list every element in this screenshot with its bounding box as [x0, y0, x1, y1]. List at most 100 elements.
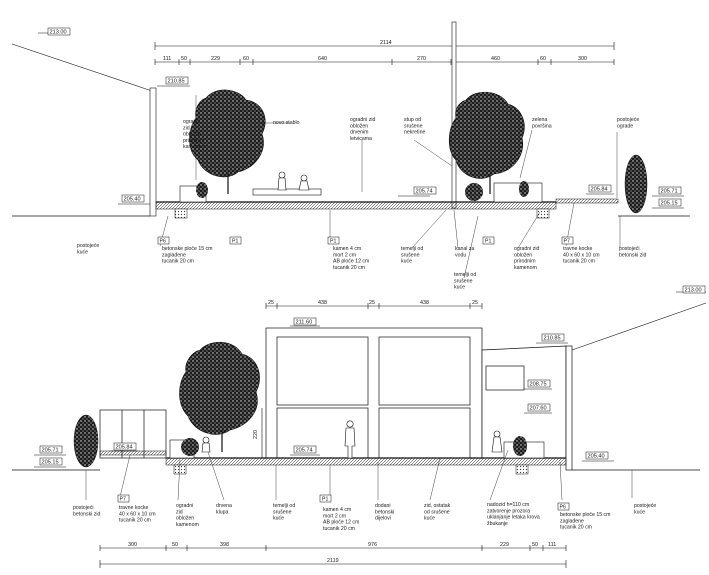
- top-section: 213.00 2114 111 50 229 60 640 270: [11, 21, 690, 291]
- level-label: 213.00: [50, 30, 67, 36]
- level-marker-left-a: 205.71: [34, 445, 66, 456]
- dimension-text: 438: [420, 300, 429, 306]
- level-marker-right-step: 205.84: [586, 184, 614, 195]
- level-label: 205.71: [42, 448, 59, 454]
- level-marker-left-wall-top: 210.85: [157, 76, 190, 87]
- left-boundary-wall: [149, 87, 157, 217]
- dimension-text: 2114: [380, 40, 392, 46]
- dimension-text: 50: [172, 542, 178, 548]
- ruined-house-elevation: [99, 327, 573, 471]
- tag-text: P1: [485, 239, 491, 245]
- hedge-left: [73, 414, 99, 468]
- material-tag: P1: [319, 494, 332, 503]
- segment-dimensions: 300 50 398 976 229 50 111: [99, 542, 567, 551]
- height-dimension: 220: [253, 408, 263, 458]
- level-marker-building-top: 211.60: [290, 317, 320, 327]
- shrub: [196, 182, 208, 198]
- material-tag: P7: [561, 236, 574, 245]
- level-label: 205.84: [116, 445, 133, 451]
- material-tag: P6: [157, 236, 170, 245]
- dimension-text: 438: [318, 300, 327, 306]
- level-label: 205.74: [296, 448, 313, 454]
- shrub: [181, 438, 199, 456]
- dimension-text: 25: [268, 300, 274, 306]
- level-marker-apex: 213.00: [676, 285, 706, 294]
- level-marker-left-b: 205.15: [34, 457, 66, 468]
- level-label: 210.85: [544, 336, 561, 342]
- level-marker-left-ground: 205.40: [118, 194, 150, 205]
- dimension-text: 270: [417, 56, 426, 62]
- tag-text: P7: [120, 497, 126, 503]
- level-marker-apex: 213.00: [38, 27, 71, 36]
- level-marker-right-ground: 205.40: [582, 451, 614, 462]
- level-marker-center: 205.74: [290, 445, 320, 456]
- dimension-text: 300: [578, 56, 587, 62]
- material-tag: P6: [557, 502, 570, 511]
- dimension-text: 976: [368, 542, 377, 548]
- dimension-text: 220: [253, 430, 259, 439]
- tag-text: P1: [322, 497, 328, 503]
- level-label: 207.60: [530, 406, 547, 412]
- level-marker-right-b: 205.15: [652, 198, 684, 209]
- dimension-text: 111: [163, 56, 171, 62]
- bottom-section: 213.00 25 438 25 438 25: [12, 285, 707, 568]
- level-marker-left-step: 205.84: [110, 442, 138, 452]
- ground-paving-top: [12, 198, 690, 219]
- terrain-slope-line: [571, 302, 707, 351]
- tree-left: [179, 341, 260, 435]
- dimension-text: 300: [128, 542, 137, 548]
- dimension-text: 25: [472, 300, 478, 306]
- shrub: [465, 183, 483, 201]
- tag-text: P6: [160, 239, 166, 245]
- tag-text: P1: [232, 239, 238, 245]
- level-label: 210.85: [168, 79, 185, 85]
- terrain-slope-line: [11, 43, 153, 92]
- dimension-text: 229: [211, 56, 220, 62]
- dimension-text: 2119: [327, 558, 339, 564]
- material-tag: P1: [482, 236, 495, 245]
- level-label: 205.71: [661, 189, 678, 195]
- top-dimensions: 25 438 25 438 25: [265, 300, 483, 309]
- level-label: 211.60: [296, 320, 313, 326]
- shrub: [513, 436, 527, 456]
- stone-planter-right: [493, 182, 543, 203]
- material-tag: P1: [327, 236, 340, 245]
- dimension-text: 229: [500, 542, 509, 548]
- level-marker-right-a: 205.71: [652, 186, 684, 197]
- people-figures: [277, 171, 310, 191]
- dimension-text: 398: [220, 542, 229, 548]
- dimension-text: 60: [540, 56, 546, 62]
- level-label: 208.75: [530, 382, 547, 388]
- dimension-text: 640: [318, 56, 327, 62]
- tag-text: P7: [564, 239, 570, 245]
- segment-dimensions: 111 50 229 60 640 270 460 60 300: [154, 56, 615, 65]
- level-marker-right-a: 208.75: [524, 379, 552, 390]
- material-tag: P1: [229, 236, 242, 245]
- ground-paving-bottom: [12, 450, 700, 475]
- dimension-text: 50: [532, 542, 538, 548]
- overall-dimension: 2119: [99, 558, 567, 568]
- level-marker-right-wall-top: 210.85: [536, 333, 568, 344]
- material-tag: P7: [117, 494, 130, 503]
- level-marker-right-b: 207.60: [524, 403, 552, 414]
